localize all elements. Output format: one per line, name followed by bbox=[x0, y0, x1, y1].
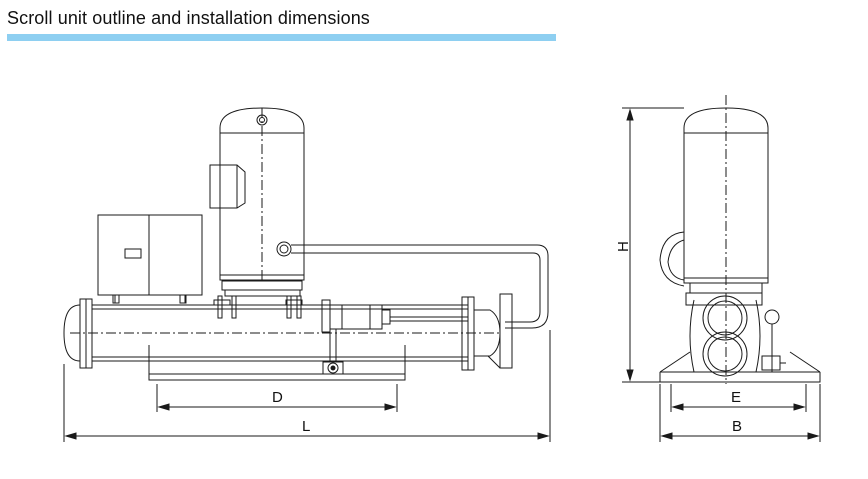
dim-label-d: D bbox=[272, 389, 283, 406]
dim-label-l: L bbox=[302, 418, 310, 435]
front-view bbox=[63, 107, 551, 442]
dim-label-e: E bbox=[731, 389, 741, 406]
filter-drier bbox=[321, 299, 468, 333]
dimension-l bbox=[63, 330, 551, 442]
control-box bbox=[97, 214, 203, 304]
dimension-b bbox=[659, 384, 821, 442]
compressor bbox=[209, 107, 305, 319]
side-compressor bbox=[659, 95, 769, 384]
valve-assembly bbox=[322, 329, 344, 375]
base-frame bbox=[148, 345, 406, 381]
dimension-h bbox=[622, 107, 684, 383]
dimension-d bbox=[156, 384, 398, 412]
page-title: Scroll unit outline and installation dim… bbox=[7, 8, 370, 28]
side-exchanger bbox=[685, 292, 786, 377]
side-view bbox=[622, 95, 821, 442]
dim-label-b: B bbox=[732, 418, 742, 435]
title-underline bbox=[7, 34, 556, 41]
dimension-e bbox=[670, 384, 807, 412]
side-base bbox=[659, 351, 821, 383]
discharge-pipe bbox=[291, 244, 549, 329]
dim-label-h: H bbox=[615, 241, 632, 252]
shell-and-tube-exchanger bbox=[63, 293, 513, 371]
